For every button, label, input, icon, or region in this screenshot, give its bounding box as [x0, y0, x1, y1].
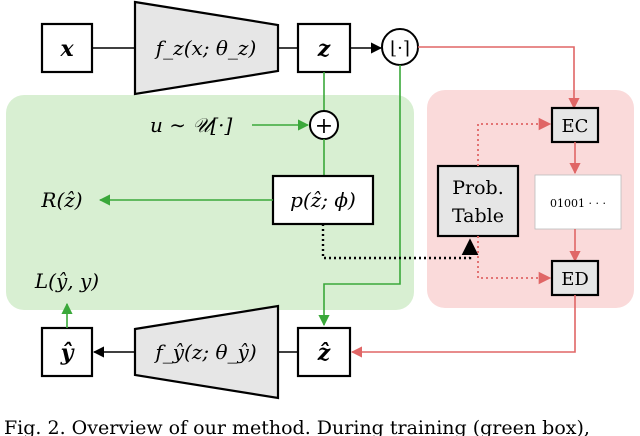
arrow-ed-zhat: [350, 295, 576, 358]
bitstream-label: 01001 · · ·: [550, 197, 606, 210]
prob-table-line1: Prob.: [452, 177, 504, 199]
prob-table-line2: Table: [452, 205, 504, 227]
prior-label: p(ẑ; ϕ): [290, 188, 356, 212]
noise-label: u ∼ 𝒰[·]: [150, 113, 233, 137]
loss-label: L(ŷ, y): [34, 269, 99, 293]
yhat-label: ŷ: [60, 340, 76, 366]
x-label: x: [59, 36, 74, 62]
encoder-label: f_z(x; θ_z): [154, 36, 257, 60]
quantizer-label: ⌊·⌉: [390, 38, 410, 59]
bitstream-box: [534, 174, 622, 230]
arrow-quant-zhat: [318, 65, 401, 327]
zhat-label: ẑ: [317, 340, 331, 366]
arrow-quant-ec: [418, 46, 580, 110]
training-region: [6, 95, 414, 310]
ed-box: [550, 259, 600, 297]
zhat-box: [296, 326, 352, 378]
decoder-trapezoid: [133, 304, 280, 400]
prior-box: [271, 174, 375, 226]
ed-label: ED: [561, 269, 589, 290]
arrow-probtable-ed: [477, 236, 552, 285]
rate-label: R(ẑ): [40, 188, 82, 212]
decoder-label: f_ŷ(z; θ_ŷ): [153, 340, 256, 364]
yhat-box: [40, 326, 94, 378]
plus-label: +: [315, 114, 333, 139]
arrow-prior-probtable: [321, 224, 479, 260]
ec-label: EC: [562, 116, 589, 137]
x-box: [40, 22, 94, 74]
encoder-trapezoid: [133, 0, 280, 96]
figure-caption: Fig. 2. Overview of our method. During t…: [4, 417, 590, 436]
arrow-probtable-ec: [477, 117, 552, 166]
z-label: z: [317, 36, 331, 62]
